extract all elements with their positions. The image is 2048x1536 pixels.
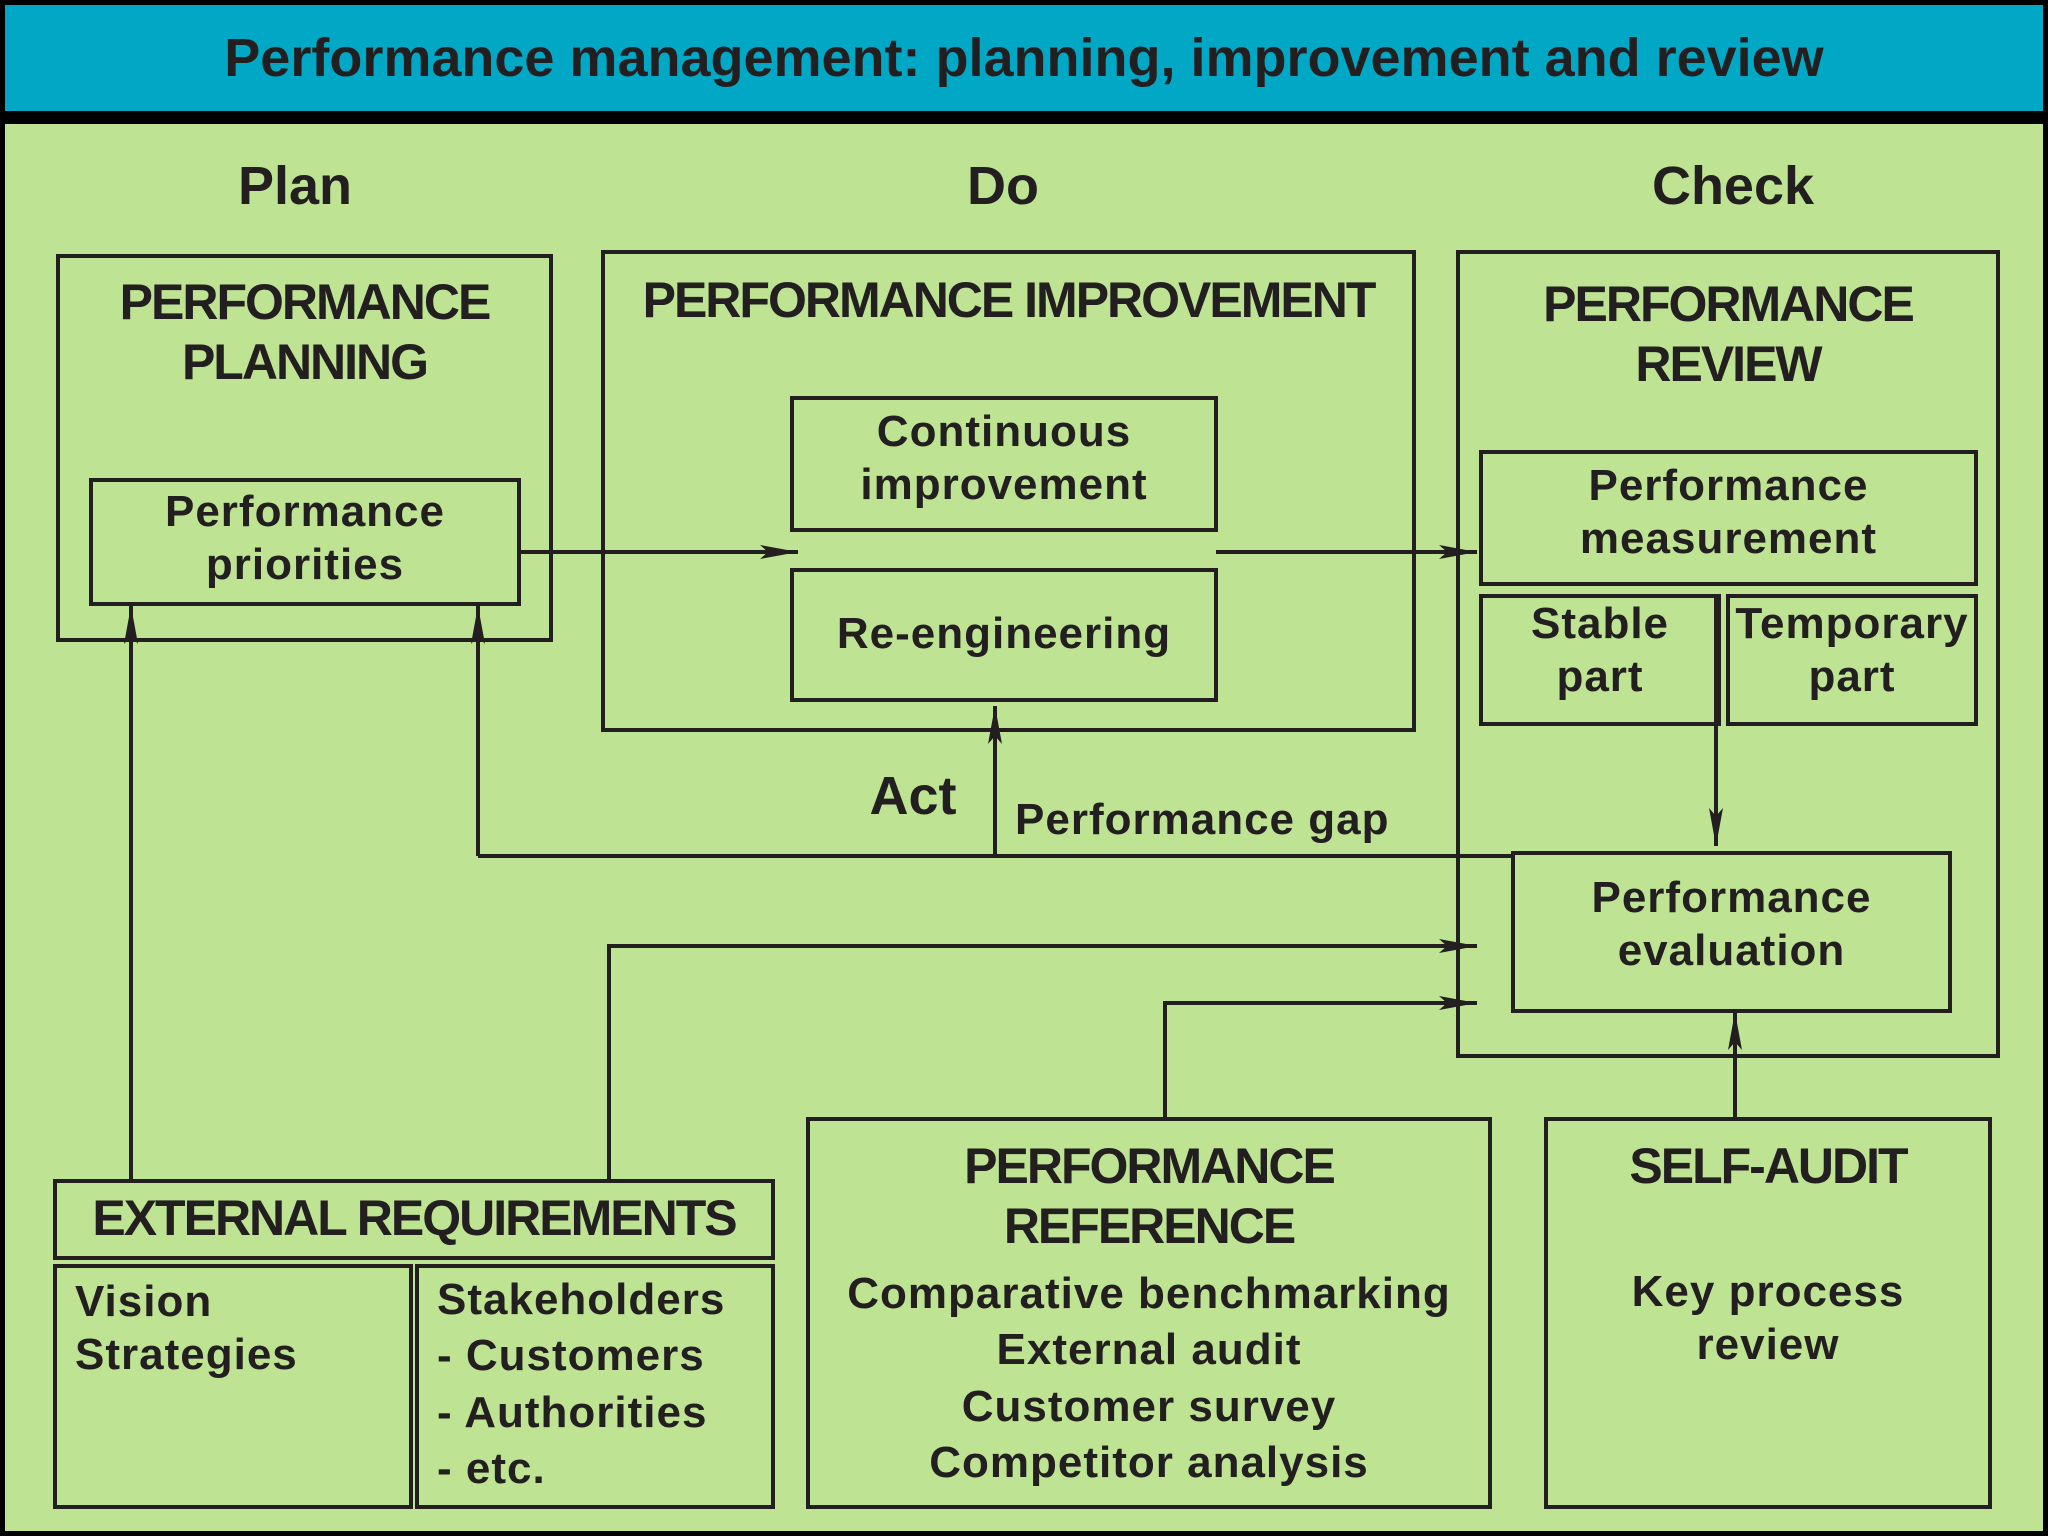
phase-do: Do xyxy=(967,156,1039,216)
measurement-label: Performance measurement xyxy=(1579,461,1878,563)
arrow-reference-to-evaluation xyxy=(1163,996,1477,1117)
connector-lines xyxy=(124,545,1742,1179)
evaluation-label: Performance evaluation xyxy=(1591,873,1872,975)
temporary-part-box xyxy=(1726,594,1978,726)
priorities-label: Performance priorities xyxy=(164,487,445,589)
reengineering-box xyxy=(790,568,1218,702)
external-requirements-box xyxy=(53,1179,775,1260)
planning-box xyxy=(56,254,553,642)
review-box xyxy=(1456,250,2000,1058)
reengineering-label: Re-engineering xyxy=(836,609,1172,658)
phase-plan: Plan xyxy=(237,156,353,216)
reference-box xyxy=(806,1117,1492,1509)
continuous-box xyxy=(790,396,1218,532)
stable-part-box xyxy=(1479,594,1721,726)
planning-heading: PERFORMANCE PLANNING xyxy=(119,274,492,390)
diagram-title: Performance management: planning, improv… xyxy=(224,28,1824,88)
improvement-heading: PERFORMANCE IMPROVEMENT xyxy=(642,272,1377,328)
vision-box xyxy=(53,1264,413,1509)
diagram-canvas: Plan Do Check Act PERFORMANCE PLANNING P… xyxy=(5,124,2043,1531)
stakeholders-label: Stakeholders - Customers - Authorities -… xyxy=(437,1275,726,1493)
title-bar: Performance management: planning, improv… xyxy=(5,5,2043,111)
external-requirements-heading: EXTERNAL REQUIREMENTS xyxy=(92,1190,737,1246)
review-heading: PERFORMANCE REVIEW xyxy=(1543,276,1915,392)
self-audit-items: Key process review xyxy=(1631,1267,1905,1369)
vision-label: Vision Strategies xyxy=(75,1277,298,1379)
performance-gap-label: Performance gap xyxy=(1015,795,1390,844)
phase-check: Check xyxy=(1651,156,1815,216)
phase-act: Act xyxy=(869,766,957,826)
reference-heading: PERFORMANCE REFERENCE xyxy=(964,1138,1336,1254)
stakeholders-box xyxy=(415,1264,775,1509)
stable-part-label: Stable part xyxy=(1530,599,1670,701)
temporary-part-label: Temporary part xyxy=(1735,599,1969,701)
self-audit-heading: SELF-AUDIT xyxy=(1629,1138,1908,1194)
improvement-box xyxy=(601,250,1416,732)
evaluation-box xyxy=(1511,851,1952,1013)
self-audit-box xyxy=(1544,1117,1992,1509)
continuous-label: Continuous improvement xyxy=(860,407,1148,509)
arrow-external-to-evaluation xyxy=(607,939,1477,1179)
reference-items: Comparative benchmarking External audit … xyxy=(847,1269,1451,1487)
measurement-box xyxy=(1479,450,1978,586)
priorities-box xyxy=(89,478,521,606)
